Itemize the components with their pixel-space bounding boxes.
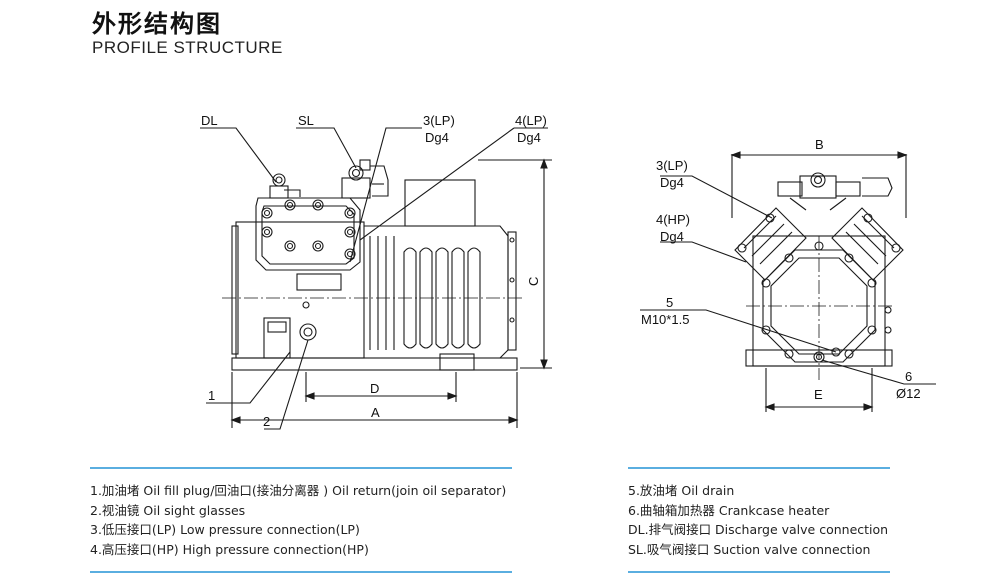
title-english: PROFILE STRUCTURE <box>92 38 283 57</box>
label-item-5-thread: M10*1.5 <box>641 312 689 327</box>
side-view <box>200 127 552 430</box>
label-dim-e: E <box>814 387 823 402</box>
label-dim-d: D <box>370 381 379 396</box>
legend-item-4: 4.高压接口(HP) High pressure connection(HP) <box>90 541 369 557</box>
legend-item-2: 2.视油镜 Oil sight glasses <box>90 502 246 518</box>
legend-item-1: 1.加油堵 Oil fill plug/回油口(接油分离器 ) Oil retu… <box>90 483 507 498</box>
label-lp-port: 3(LP) <box>423 113 455 128</box>
label-hp-port: 4(LP) <box>515 113 547 128</box>
rule-right-bottom <box>628 571 890 573</box>
legend-item-6: 6.曲轴箱加热器 Crankcase heater <box>628 502 830 518</box>
rule-left-top <box>90 467 512 469</box>
label-item-1: 1 <box>208 388 215 403</box>
label-lp-size: Dg4 <box>425 130 449 145</box>
label-end-hp-size: Dg4 <box>660 229 684 244</box>
label-item-6-dia: Ø12 <box>896 386 921 401</box>
legend-right: 5.放油堵 Oil drain 6.曲轴箱加热器 Crankcase heate… <box>628 481 888 559</box>
label-item-2: 2 <box>263 414 270 429</box>
rule-right-top <box>628 467 890 469</box>
label-hp-size: Dg4 <box>517 130 541 145</box>
rule-left-bottom <box>90 571 512 573</box>
label-dim-c: C <box>526 277 541 286</box>
label-sl: SL <box>298 113 314 128</box>
legend-item-sl: SL.吸气阀接口 Suction valve connection <box>628 541 871 557</box>
label-end-lp-port: 3(LP) <box>656 158 688 173</box>
label-item-6: 6 <box>905 369 912 384</box>
title-chinese: 外形结构图 <box>92 10 222 38</box>
label-end-hp-port: 4(HP) <box>656 212 690 227</box>
legend-item-dl: DL.排气阀接口 Discharge valve connection <box>628 522 889 538</box>
legend-item-3: 3.低压接口(LP) Low pressure connection(LP) <box>90 522 360 538</box>
label-dl: DL <box>201 113 218 128</box>
end-view <box>640 151 936 412</box>
label-dim-b: B <box>815 137 824 152</box>
label-item-5: 5 <box>666 295 673 310</box>
label-end-lp-size: Dg4 <box>660 175 684 190</box>
label-dim-a: A <box>371 405 380 420</box>
legend-item-5: 5.放油堵 Oil drain <box>628 483 735 498</box>
legend-left: 1.加油堵 Oil fill plug/回油口(接油分离器 ) Oil retu… <box>90 481 506 559</box>
